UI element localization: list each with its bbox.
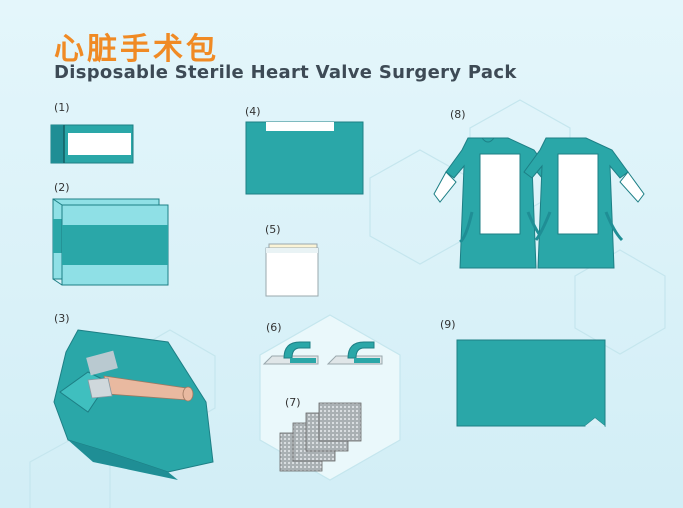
item-label-2: (2) <box>54 181 70 194</box>
large-drape-image <box>245 121 364 195</box>
surgical-gowns-image <box>433 137 645 269</box>
layered-drapes-image <box>52 198 169 286</box>
instrument-holders-image <box>262 341 383 365</box>
absorbent-pads-image <box>265 243 319 297</box>
item-label-4: (4) <box>245 105 261 118</box>
item-label-3: (3) <box>54 312 70 325</box>
item-label-6: (6) <box>266 321 282 334</box>
item-label-7: (7) <box>285 396 301 409</box>
title-chinese: 心脏手术包 <box>54 32 219 67</box>
item-label-8: (8) <box>450 108 466 121</box>
item-label-5: (5) <box>265 223 281 236</box>
drape-strip-image <box>50 124 134 164</box>
gauze-stack-image <box>279 402 362 472</box>
item-label-1: (1) <box>54 101 70 114</box>
patient-surgical-drape-image <box>53 329 214 480</box>
title-english: Disposable Sterile Heart Valve Surgery P… <box>54 62 517 83</box>
drape-sheet-image <box>456 339 606 428</box>
item-label-9: (9) <box>440 318 456 331</box>
